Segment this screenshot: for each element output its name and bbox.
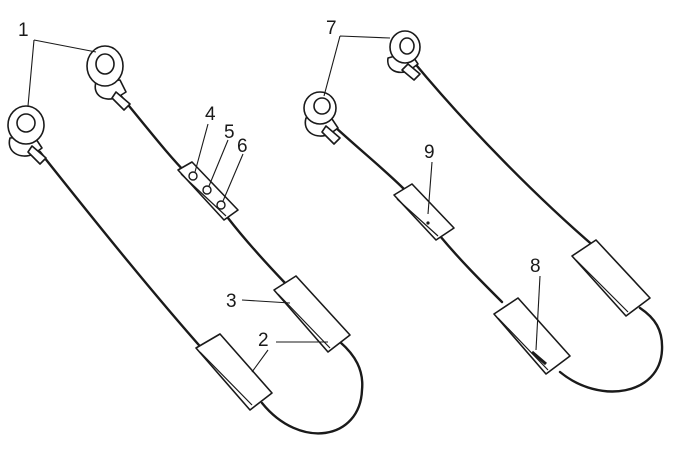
remote-button-4 bbox=[189, 172, 197, 180]
left-headset-cord-upper bbox=[120, 95, 188, 175]
battery-box-right-headset-lower bbox=[494, 298, 570, 374]
earbud-left-lower bbox=[8, 106, 46, 164]
earbud-left-upper bbox=[87, 46, 130, 110]
leader-6 bbox=[223, 154, 243, 201]
left-headset-cord-bottom bbox=[262, 342, 362, 433]
earbud-right-lower bbox=[304, 92, 340, 144]
left-headset-cord-middle bbox=[228, 218, 286, 284]
callout-2: 2 bbox=[258, 330, 269, 351]
earbud-right-upper bbox=[388, 31, 420, 80]
remote-control bbox=[178, 162, 238, 220]
callout-8: 8 bbox=[530, 256, 541, 277]
right-headset bbox=[304, 31, 662, 391]
left-headset-cord-left bbox=[40, 152, 205, 352]
remote-button-6 bbox=[217, 201, 225, 209]
mic-module bbox=[394, 184, 454, 240]
leader-7 bbox=[324, 36, 390, 96]
remote-button-5 bbox=[203, 186, 211, 194]
callout-7: 7 bbox=[326, 18, 337, 39]
battery-box-right-headset-upper bbox=[572, 240, 650, 316]
callout-3: 3 bbox=[226, 291, 237, 312]
callout-6: 6 bbox=[237, 136, 248, 157]
leader-4 bbox=[195, 124, 208, 172]
leader-1 bbox=[28, 40, 96, 106]
battery-box-right bbox=[274, 276, 350, 352]
callout-1: 1 bbox=[18, 20, 29, 41]
leader-5 bbox=[209, 140, 228, 186]
right-headset-cord-upper bbox=[334, 126, 405, 190]
mic-hole-icon bbox=[426, 221, 429, 224]
right-headset-cord-bottom bbox=[560, 308, 662, 391]
callout-9: 9 bbox=[424, 142, 435, 163]
callout-5: 5 bbox=[224, 122, 235, 143]
right-headset-cord-middle bbox=[440, 236, 502, 302]
callout-4: 4 bbox=[205, 104, 216, 125]
